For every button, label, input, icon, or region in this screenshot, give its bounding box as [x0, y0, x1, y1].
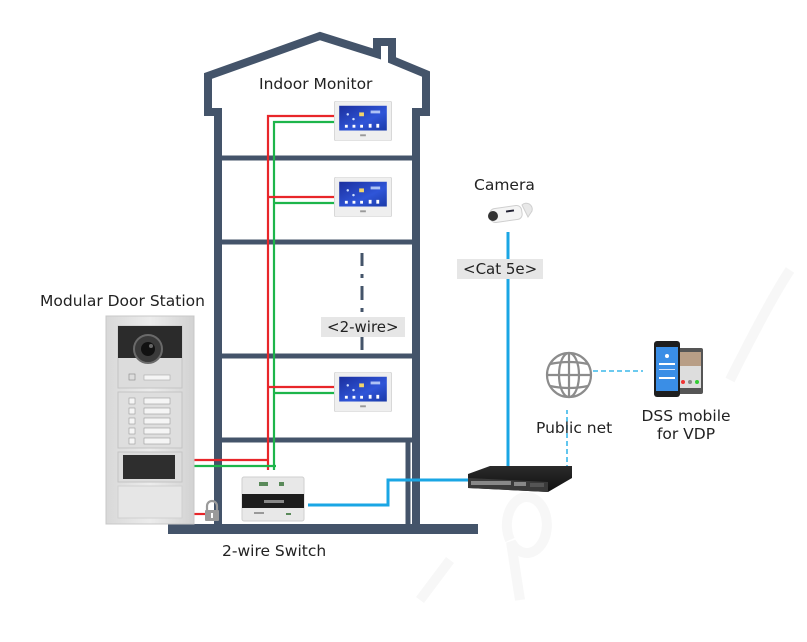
indoor-monitor-1	[334, 101, 392, 141]
cat5e-cable-tag: <Cat 5e>	[457, 259, 544, 279]
indoor-monitor-3	[334, 372, 392, 412]
network-switch-device	[468, 466, 572, 492]
public-net-label: Public net	[536, 419, 613, 437]
building-outline	[204, 31, 430, 528]
lock-icon	[205, 499, 219, 521]
dss-mobile-label-line2: for VDP	[656, 424, 716, 443]
two-wire-cabling	[194, 114, 335, 516]
dashed-links	[566, 370, 643, 470]
modular-door-station	[105, 315, 195, 525]
dss-mobile-device	[654, 341, 703, 397]
camera-label: Camera	[474, 176, 535, 194]
two-wire-cable-tag: <2-wire>	[321, 317, 405, 337]
floor-lines	[222, 155, 412, 443]
camera-device	[488, 202, 533, 224]
dss-mobile-label-line1: DSS mobile	[641, 407, 731, 425]
two-wire-switch-label: 2-wire Switch	[222, 542, 327, 560]
building-base	[168, 524, 478, 534]
indoor-monitor-label: Indoor Monitor	[259, 75, 373, 93]
dss-mobile-label: DSS mobile for VDP	[636, 407, 736, 444]
watermark	[416, 267, 795, 603]
two-wire-switch-device	[241, 476, 305, 522]
globe-icon	[545, 351, 593, 399]
indoor-monitor-2	[334, 177, 392, 217]
modular-door-station-label: Modular Door Station	[40, 292, 205, 310]
